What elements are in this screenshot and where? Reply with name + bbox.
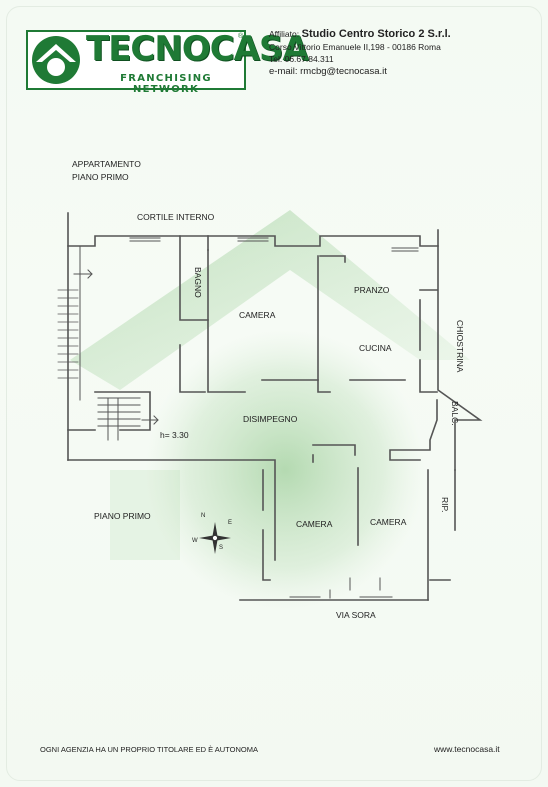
- affiliate-name: Studio Centro Storico 2 S.r.l.: [301, 28, 451, 40]
- compass-w: W: [192, 538, 198, 544]
- compass-n: N: [201, 513, 206, 519]
- room-balcony: BALC.: [450, 401, 460, 426]
- ceiling-height: h= 3.30: [160, 430, 189, 440]
- agency-phone: Tel. 06.67.84.311: [269, 54, 334, 64]
- compass-e: E: [228, 520, 233, 526]
- room-hallway: DISIMPEGNO: [243, 414, 298, 424]
- affiliate-label: Affiliato:: [269, 29, 300, 39]
- floor-label: PIANO PRIMO: [94, 511, 151, 521]
- agency-info: Affiliato: Studio Centro Storico 2 S.r.l…: [269, 28, 451, 78]
- street-label: VIA SORA: [336, 610, 376, 620]
- footer-website[interactable]: www.tecnocasa.it: [434, 744, 500, 754]
- registered-mark: ®: [238, 33, 244, 40]
- room-bedroom-3: CAMERA: [370, 517, 407, 527]
- agency-email[interactable]: e-mail: rmcbg@tecnocasa.it: [269, 65, 387, 77]
- sheet-border: [6, 6, 542, 781]
- room-storage: RIP.: [440, 497, 450, 513]
- room-bathroom: BAGNO: [193, 267, 203, 298]
- room-airshaft: CHIOSTRINA: [455, 320, 465, 373]
- property-floor: PIANO PRIMO: [72, 172, 129, 182]
- room-dining: PRANZO: [354, 285, 390, 295]
- room-bedroom-1: CAMERA: [239, 310, 276, 320]
- compass-rose-icon: [199, 522, 231, 554]
- courtyard-label: CORTILE INTERNO: [137, 212, 215, 222]
- footer-notice: OGNI AGENZIA HA UN PROPRIO TITOLARE ED È…: [40, 745, 258, 754]
- brand-wordmark: TECNOCASA: [86, 29, 309, 69]
- room-kitchen: CUCINA: [359, 343, 392, 353]
- agency-address: Corso Vittorio Emanuele II,198 - 00186 R…: [269, 41, 441, 52]
- house-in-circle-logo-icon: [32, 36, 80, 84]
- brand-tagline: FRANCHISING NETWORK: [120, 73, 212, 95]
- compass-s: S: [219, 545, 224, 551]
- room-bedroom-2: CAMERA: [296, 519, 333, 529]
- property-type: APPARTAMENTO: [72, 159, 141, 169]
